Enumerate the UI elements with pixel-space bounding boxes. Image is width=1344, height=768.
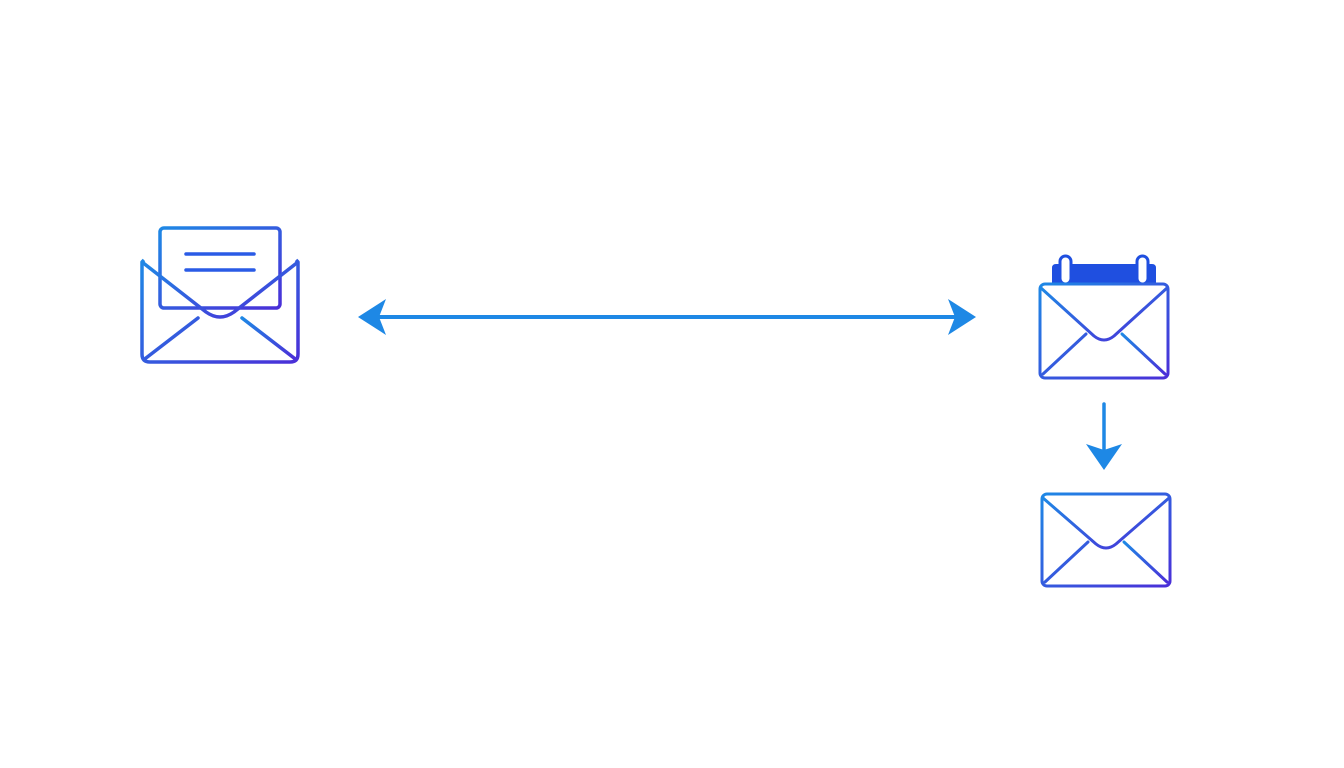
arrowhead-right [948,299,976,335]
envelope-open-letter-icon [140,226,300,364]
down-arrow [1086,402,1122,470]
bidirectional-arrow [358,299,976,335]
node-open-letter [134,222,306,368]
arrowhead-left [358,299,386,335]
calendar-envelope-icon [1038,254,1170,380]
envelope-icon [1040,492,1172,588]
node-calendar-mail [1034,252,1174,384]
calendar-band [1052,264,1156,284]
node-mail [1036,488,1176,592]
arrowhead-down [1086,444,1122,470]
